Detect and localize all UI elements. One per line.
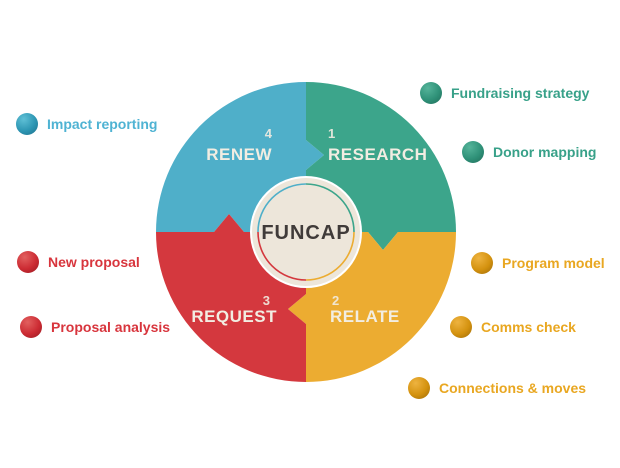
callout-label: Comms check [481, 319, 576, 335]
sphere-bullet-icon [16, 113, 38, 135]
callout-donor-mapping: Donor mapping [462, 141, 596, 163]
callout-label: Impact reporting [47, 116, 158, 132]
segment-label-relate: RELATE [330, 307, 400, 326]
callout-label: New proposal [48, 254, 140, 270]
segment-number-request: 3 [263, 293, 270, 308]
callout-impact-reporting: Impact reporting [16, 113, 157, 135]
callout-fundraising-strategy: Fundraising strategy [420, 82, 589, 104]
sphere-bullet-icon [408, 377, 430, 399]
segment-label-renew: RENEW [206, 145, 272, 164]
sphere-bullet-icon [450, 316, 472, 338]
callout-program-model: Program model [471, 252, 605, 274]
sphere-bullet-icon [20, 316, 42, 338]
callout-label: Program model [502, 255, 605, 271]
center-circle [250, 176, 362, 288]
segment-label-request: REQUEST [191, 307, 277, 326]
segment-number-research: 1 [328, 126, 335, 141]
sphere-bullet-icon [462, 141, 484, 163]
center-ring-arc-renew [257, 183, 307, 233]
callout-label: Proposal analysis [51, 319, 171, 335]
center-ring [257, 183, 355, 281]
sphere-bullet-icon [471, 252, 493, 274]
callout-label: Donor mapping [493, 144, 597, 160]
callout-label: Connections & moves [439, 380, 587, 396]
callout-new-proposal: New proposal [17, 251, 140, 273]
callout-comms-check: Comms check [450, 316, 576, 338]
segment-number-relate: 2 [332, 293, 339, 308]
callout-connections-moves: Connections & moves [408, 377, 586, 399]
center-ring-arc-request [257, 231, 307, 281]
callout-label: Fundraising strategy [451, 85, 590, 101]
center-ring-arc-research [305, 183, 355, 233]
callout-proposal-analysis: Proposal analysis [20, 316, 170, 338]
segment-number-renew: 4 [265, 126, 273, 141]
sphere-bullet-icon [17, 251, 39, 273]
center-ring-arc-relate [305, 231, 355, 281]
center-title: FUNCAP [261, 222, 350, 244]
segment-label-research: RESEARCH [328, 145, 427, 164]
sphere-bullet-icon [420, 82, 442, 104]
